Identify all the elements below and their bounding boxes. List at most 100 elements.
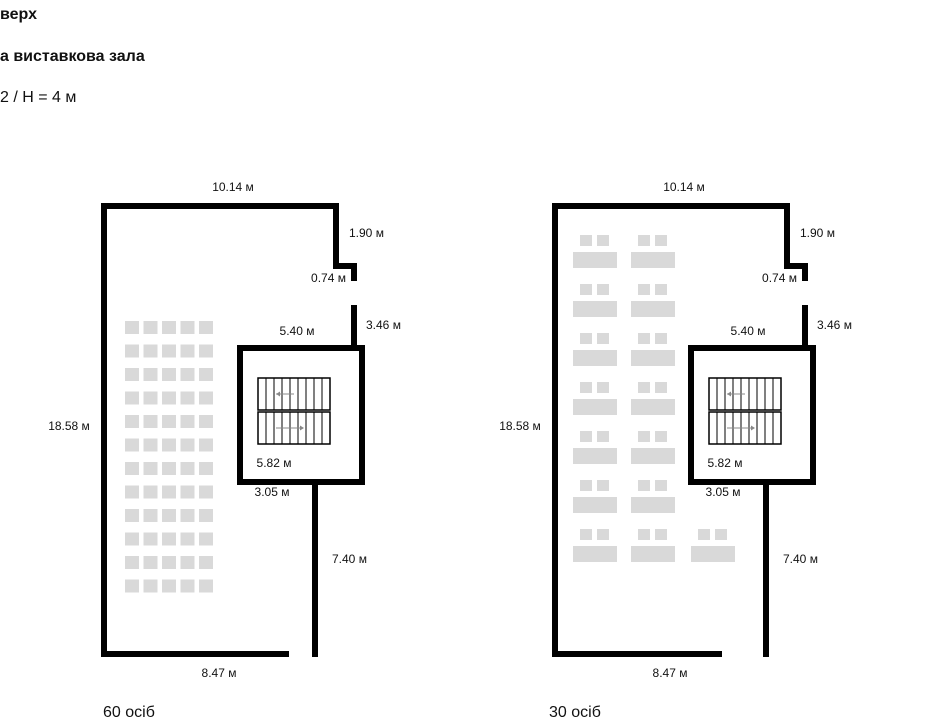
seating-grid (125, 321, 213, 593)
seat (199, 344, 213, 358)
chair (580, 284, 592, 295)
dim-left: 18.58 м (499, 419, 541, 433)
dim-notch-vertical: 1.90 м (800, 226, 835, 240)
seat (125, 321, 139, 334)
chair (597, 480, 609, 491)
chair (655, 382, 667, 393)
desk (573, 350, 617, 366)
hall-title: а виставкова зала (0, 48, 145, 65)
desk (631, 301, 675, 317)
chair (638, 284, 650, 295)
seat (125, 368, 139, 381)
chair (580, 333, 592, 344)
chair (597, 333, 609, 344)
dim-right-upper: 3.46 м (366, 318, 401, 332)
capacity-caption-classroom: 30 осіб (549, 704, 601, 721)
walls (101, 203, 365, 657)
chair (655, 235, 667, 246)
seat (180, 485, 195, 499)
dim-stair-bottom: 3.05 м (706, 485, 741, 499)
dim-notch-vertical: 1.90 м (349, 226, 384, 240)
seat (162, 438, 176, 452)
wall-outline (688, 345, 816, 657)
staircase (257, 377, 331, 445)
seat (125, 579, 139, 593)
stair-arrow-head (276, 391, 280, 397)
seat (199, 462, 213, 475)
seat (199, 579, 213, 593)
dim-bottom: 8.47 м (653, 666, 688, 680)
seat (180, 509, 195, 522)
desk (631, 497, 675, 513)
seat (162, 391, 176, 405)
seat (162, 509, 176, 522)
dim-top: 10.14 м (212, 180, 254, 194)
chair (638, 480, 650, 491)
chair (597, 284, 609, 295)
seat (180, 415, 195, 428)
seat (143, 532, 158, 546)
chair (638, 382, 650, 393)
seat (199, 556, 213, 569)
seat (199, 509, 213, 522)
seat (143, 485, 158, 499)
seat (162, 344, 176, 358)
seat (180, 344, 195, 358)
area-height-info: 2 / H = 4 м (0, 89, 77, 106)
dim-right-upper: 3.46 м (817, 318, 852, 332)
chair (580, 480, 592, 491)
seat (162, 321, 176, 334)
chair (638, 235, 650, 246)
seat (125, 485, 139, 499)
chair (715, 529, 727, 540)
chair (580, 529, 592, 540)
dim-stair-top: 5.40 м (280, 324, 315, 338)
desk (573, 448, 617, 464)
dim-top: 10.14 м (663, 180, 705, 194)
wall-outer (101, 203, 357, 657)
dim-bottom: 8.47 м (202, 666, 237, 680)
chair (580, 235, 592, 246)
seat (162, 415, 176, 428)
seat (162, 485, 176, 499)
seat (199, 415, 213, 428)
seat (180, 391, 195, 405)
chair (655, 431, 667, 442)
seat (143, 321, 158, 334)
chair (597, 235, 609, 246)
seat (180, 368, 195, 381)
chair (580, 431, 592, 442)
desk (631, 546, 675, 562)
seat (162, 556, 176, 569)
desk (573, 252, 617, 268)
wall-outline (237, 345, 365, 657)
seat (199, 391, 213, 405)
capacity-caption-theatre: 60 осіб (103, 704, 155, 721)
seat (180, 579, 195, 593)
seat (125, 556, 139, 569)
desk (573, 546, 617, 562)
chair (597, 431, 609, 442)
dim-stair-top: 5.40 м (731, 324, 766, 338)
seat (143, 438, 158, 452)
stair-arrow-head (300, 425, 304, 431)
seat (125, 509, 139, 522)
seat (180, 321, 195, 334)
wall-outer (552, 203, 808, 657)
chair (698, 529, 710, 540)
seat (143, 579, 158, 593)
dim-stair-inner: 5.82 м (708, 456, 743, 470)
chair (655, 480, 667, 491)
seat (125, 438, 139, 452)
chair (580, 382, 592, 393)
chair (638, 431, 650, 442)
walls (552, 203, 816, 657)
chair (655, 333, 667, 344)
seat (180, 438, 195, 452)
stair-arrow-head (751, 425, 755, 431)
desk (631, 350, 675, 366)
chair (655, 529, 667, 540)
desk (631, 448, 675, 464)
